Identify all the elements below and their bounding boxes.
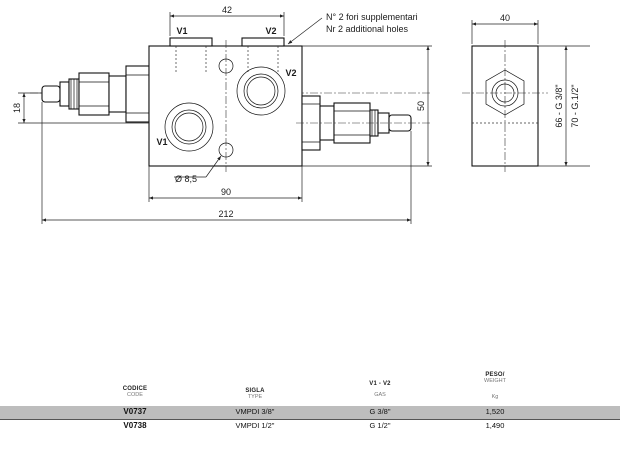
header-code-main: CODICE: [122, 386, 148, 392]
cell-type: VMPDI 1/2": [235, 421, 275, 430]
cell-code: V0738: [123, 421, 147, 430]
cell-gas: G 3/8": [369, 407, 391, 416]
label-v2-port: V2: [285, 68, 296, 78]
header-type-sub: TYPE: [247, 394, 263, 400]
header-gas-sub: GAS: [374, 392, 386, 398]
header-type-main: SIGLA: [245, 388, 265, 394]
dim-overall-length: 212: [218, 209, 233, 219]
dim-body-width: 90: [221, 187, 231, 197]
spec-table: CODICE CODE SIGLA TYPE V1 - V2 GAS PESO/…: [0, 362, 620, 450]
header-gas-main: V1 - V2: [369, 381, 391, 387]
top-port-v1: [169, 37, 213, 72]
dim-port-height: 18: [12, 103, 22, 113]
header-code-sub: CODE: [127, 392, 143, 398]
table-row: V0738 VMPDI 1/2" G 1/2" 1,490: [0, 420, 620, 433]
cell-code: V0737: [123, 407, 147, 416]
note-line-2: Nr 2 additional holes: [326, 24, 409, 34]
valve-body: [148, 45, 303, 167]
dim-hole-diameter: Ø 8,5: [175, 174, 197, 184]
cell-weight: 1,490: [485, 421, 505, 430]
header-code: CODICE CODE: [100, 386, 170, 398]
cell-gas: G 1/2": [369, 421, 391, 430]
port-v2: [236, 66, 286, 116]
header-weight-sub: Kg: [491, 394, 499, 400]
left-cartridge: [41, 65, 150, 123]
top-port-v2: [241, 37, 285, 72]
dim-top-width: 42: [222, 5, 232, 15]
cell-type: VMPDI 3/8": [235, 407, 275, 416]
note-line-1: N° 2 fori supplementari: [326, 12, 418, 22]
header-weight-main2: WEIGHT: [484, 378, 506, 384]
header-weight: PESO/ WEIGHT Kg: [460, 372, 530, 400]
label-v1-top: V1: [176, 26, 187, 36]
dim-body-height: 50: [416, 101, 426, 111]
front-view: 42 V1 V2 V2 V1 N° 2 fori supplementari N…: [12, 5, 432, 224]
label-v2-top: V2: [265, 26, 276, 36]
row-divider: [0, 419, 620, 420]
dim-side-width: 40: [500, 13, 510, 23]
header-gas: V1 - V2 GAS: [345, 381, 415, 398]
side-view: 40 66 - G 3/8" 70 - G.1/2": [462, 13, 590, 172]
header-type: SIGLA TYPE: [220, 388, 290, 400]
dim-height-g38: 66 - G 3/8": [554, 84, 564, 127]
label-v1-port: V1: [156, 137, 167, 147]
hex-nut: [485, 69, 525, 116]
header-weight-main: PESO/: [485, 372, 505, 378]
cell-weight: 1,520: [485, 407, 505, 416]
dim-height-g12: 70 - G.1/2": [570, 84, 580, 127]
port-v1: [164, 102, 214, 152]
table-row: V0737 VMPDI 3/8" G 3/8" 1,520: [0, 406, 620, 419]
technical-drawing: 42 V1 V2 V2 V1 N° 2 fori supplementari N…: [12, 5, 590, 224]
